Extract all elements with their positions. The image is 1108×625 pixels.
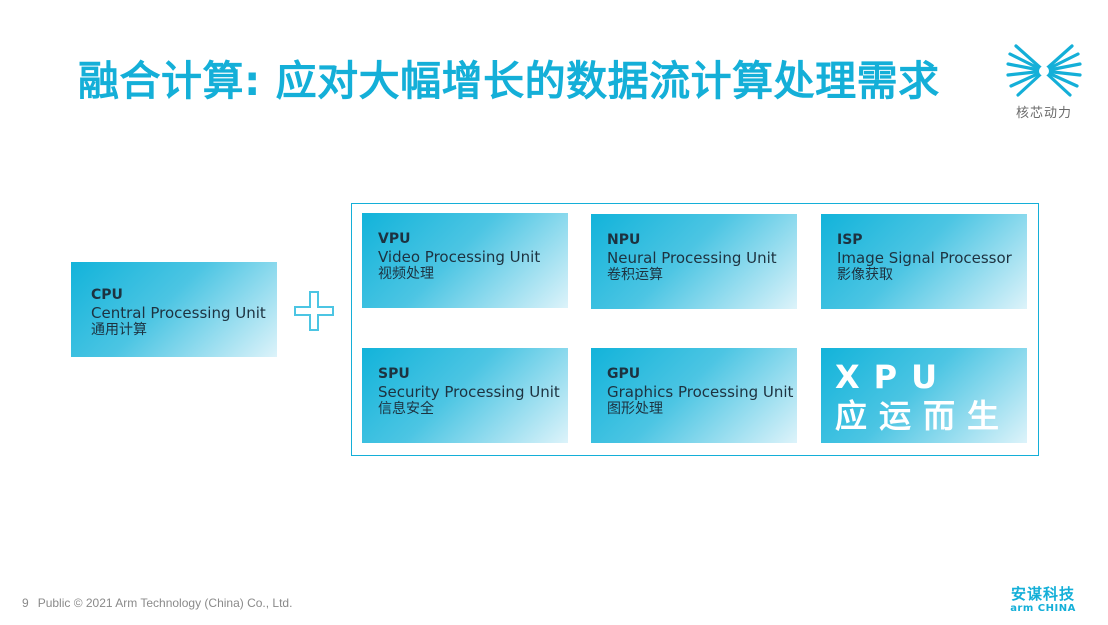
unit-abbr: NPU [607, 232, 641, 248]
footer: 9 Public © 2021 Arm Technology (China) Co… [22, 596, 292, 610]
gpu-box: GPU Graphics Processing Unit 图形处理 [591, 348, 797, 443]
unit-full-name: Neural Processing Unit [607, 249, 777, 267]
cpu-full-name: Central Processing Unit [91, 304, 266, 322]
unit-chinese-name: 信息安全 [378, 401, 434, 417]
company-logo-text: 核芯动力 [1015, 106, 1072, 121]
cpu-box: CPU Central Processing Unit 通用计算 [71, 262, 277, 357]
npu-box: NPU Neural Processing Unit 卷积运算 [591, 214, 797, 309]
cpu-abbr: CPU [91, 287, 123, 303]
arm-china-logo: 安谋科技 arm CHINA [1008, 585, 1078, 615]
unit-chinese-name: 视频处理 [378, 266, 434, 282]
brand-english-name: arm CHINA [1010, 603, 1076, 614]
copyright-text: Public © 2021 Arm Technology (China) Co.… [37, 596, 293, 610]
unit-abbr: GPU [607, 366, 641, 382]
unit-chinese-name: 卷积运算 [607, 267, 663, 283]
spu-box: SPU Security Processing Unit 信息安全 [362, 348, 568, 443]
unit-full-name: Security Processing Unit [378, 383, 560, 401]
unit-full-name: Graphics Processing Unit [607, 383, 794, 401]
unit-abbr: ISP [837, 232, 863, 248]
unit-chinese-name: 影像获取 [837, 267, 893, 283]
vpu-box: VPU Video Processing Unit 视频处理 [362, 213, 568, 308]
unit-abbr: VPU [378, 231, 411, 247]
unit-abbr: SPU [378, 366, 410, 382]
isp-box: ISP Image Signal Processor 影像获取 [821, 214, 1027, 309]
company-logo: 核芯动力 [1004, 42, 1084, 121]
xpu-title: XPU [835, 358, 952, 396]
plus-icon [293, 290, 335, 332]
unit-chinese-name: 图形处理 [607, 401, 663, 417]
brand-chinese-name: 安谋科技 [1010, 585, 1075, 603]
xpu-box: XPU 应运而生 [821, 348, 1027, 443]
page-title: 融合计算: 应对大幅增长的数据流计算处理需求 [78, 57, 940, 105]
xpu-burst-logo-icon [1006, 44, 1082, 97]
unit-full-name: Video Processing Unit [378, 248, 541, 266]
page-number: 9 [22, 596, 29, 610]
xpu-subtitle: 应运而生 [835, 397, 1012, 435]
unit-full-name: Image Signal Processor [837, 249, 1012, 267]
accelerator-group-frame [351, 203, 1039, 456]
cpu-chinese-name: 通用计算 [91, 322, 147, 338]
